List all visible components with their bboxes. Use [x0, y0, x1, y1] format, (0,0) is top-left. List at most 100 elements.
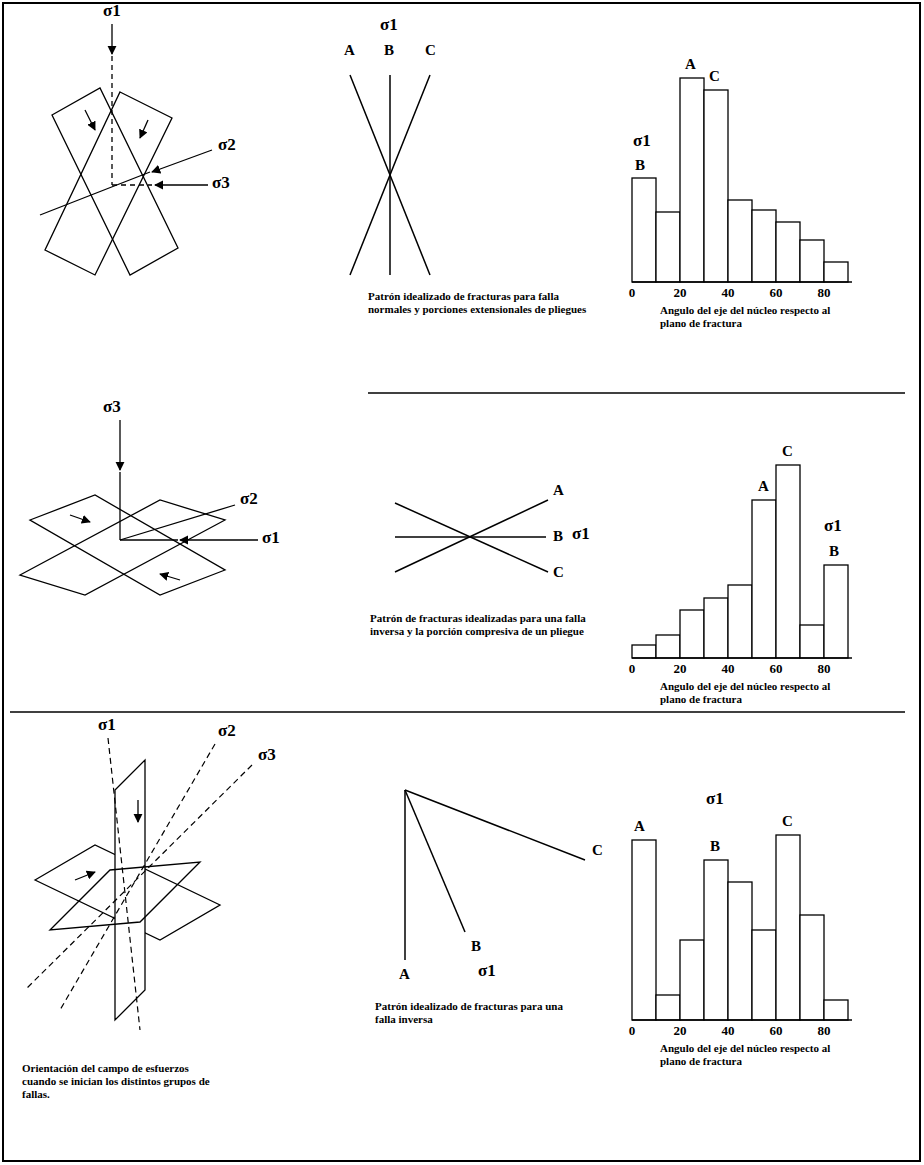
- stress-label: σ2: [218, 722, 236, 741]
- fracture-label: C: [782, 443, 793, 460]
- axis-tick-label: 20: [674, 286, 687, 300]
- stress-label: σ1: [633, 132, 651, 151]
- stress-label: σ1: [478, 962, 496, 981]
- fracture-planes: [20, 495, 225, 595]
- histogram: [632, 465, 852, 658]
- histogram-bar: [656, 995, 680, 1020]
- stress-axis: [60, 744, 215, 1010]
- histogram-axis: [632, 281, 852, 283]
- stress-axis: [25, 765, 252, 990]
- histogram-bar: [632, 645, 656, 658]
- fracture-line: [405, 790, 585, 860]
- histogram-bar: [632, 178, 656, 282]
- fracture-line: [350, 75, 430, 275]
- axis-tick-label: 80: [818, 1024, 831, 1038]
- slip-arrows: [75, 800, 138, 880]
- stress-axis: [112, 184, 152, 185]
- histogram-bar: [800, 240, 824, 282]
- fracture-plane: [52, 88, 178, 275]
- histogram-bar: [752, 930, 776, 1020]
- histogram-bar: [800, 915, 824, 1020]
- stress-axes: [25, 738, 252, 1030]
- stress-label: σ3: [212, 174, 230, 193]
- stress-axis: [111, 56, 112, 185]
- fracture-label: B: [635, 157, 645, 174]
- axis-tick-label: 60: [770, 286, 783, 300]
- caption-text: Orientación del campo de esfuerzos cuand…: [22, 1062, 222, 1102]
- histogram-bar: [656, 635, 680, 658]
- axis-tick-label: 40: [722, 662, 735, 676]
- slip-arrow: [137, 800, 138, 822]
- caption-text: Angulo del eje del núcleo respecto al pl…: [660, 680, 850, 706]
- histogram-bar: [752, 210, 776, 282]
- fracture-line: [395, 500, 548, 572]
- fracture-label: B: [553, 528, 563, 545]
- stress-arrow: [155, 184, 208, 185]
- stress-arrow: [119, 420, 120, 470]
- caption-text: Patrón idealizado de fracturas para una …: [375, 1000, 575, 1026]
- caption-text: Angulo del eje del núcleo respecto al pl…: [660, 304, 850, 330]
- slip-arrow: [140, 120, 148, 138]
- fracture-label: C: [709, 68, 720, 85]
- fracture-pattern: [405, 790, 585, 960]
- histogram-bar: [776, 222, 800, 282]
- fracture-pattern: [350, 75, 430, 275]
- axis-tick-label: 0: [629, 286, 636, 300]
- axis-tick-label: 0: [629, 662, 636, 676]
- histograms: [632, 78, 852, 1020]
- histogram-axis: [632, 657, 852, 659]
- histogram-bar: [728, 882, 752, 1020]
- histogram-bar: [824, 1000, 848, 1020]
- caption-text: Angulo del eje del núcleo respecto al pl…: [660, 1042, 850, 1068]
- histogram-bar: [776, 465, 800, 658]
- fracture-planes: [45, 88, 178, 275]
- histogram-bar: [704, 598, 728, 658]
- fracture-plane: [50, 862, 200, 930]
- axis-tick-label: 40: [722, 286, 735, 300]
- fracture-label: C: [553, 564, 564, 581]
- fracture-label: A: [634, 818, 645, 835]
- axis-tick-label: 20: [674, 662, 687, 676]
- histogram: [632, 835, 852, 1020]
- histogram-bar: [728, 585, 752, 658]
- slip-arrow: [75, 872, 95, 880]
- fracture-label: B: [710, 838, 720, 855]
- stress-axis: [120, 505, 235, 540]
- histogram-bar: [824, 262, 848, 282]
- slip-arrow: [70, 515, 90, 522]
- stress-label: σ2: [240, 490, 258, 509]
- histogram-bar: [776, 835, 800, 1020]
- caption-text: Patrón de fracturas idealizadas para una…: [370, 612, 600, 638]
- stress-arrow: [180, 539, 258, 540]
- axis-tick-label: 80: [818, 662, 831, 676]
- caption-text: Patrón idealizado de fracturas para fall…: [368, 290, 598, 316]
- stress-label: σ1: [103, 2, 121, 21]
- fracture-label: A: [758, 478, 769, 495]
- fracture-label: C: [782, 813, 793, 830]
- histogram-bar: [680, 940, 704, 1020]
- stress-arrow: [152, 150, 212, 172]
- fracture-line: [405, 790, 465, 932]
- panel-separator: [368, 392, 905, 394]
- fracture-label: A: [685, 56, 696, 73]
- stress-axis: [119, 472, 120, 540]
- stress-label: σ1: [262, 529, 280, 548]
- histogram: [632, 78, 852, 282]
- axis-tick-label: 60: [770, 662, 783, 676]
- stress-axes: [70, 420, 258, 580]
- axis-tick-label: 40: [722, 1024, 735, 1038]
- stress-label: σ2: [218, 136, 236, 155]
- histogram-axis: [632, 1019, 852, 1021]
- stress-axis: [120, 539, 178, 540]
- fracture-label: B: [384, 42, 394, 59]
- stress-label: σ1: [824, 517, 842, 536]
- fracture-line: [395, 503, 548, 572]
- fracture-label: B: [471, 938, 481, 955]
- fracture-plane: [20, 500, 225, 595]
- histogram-bar: [704, 90, 728, 282]
- stress-label: σ3: [103, 398, 121, 417]
- stress-label: σ1: [380, 16, 398, 35]
- fracture-line: [404, 790, 406, 960]
